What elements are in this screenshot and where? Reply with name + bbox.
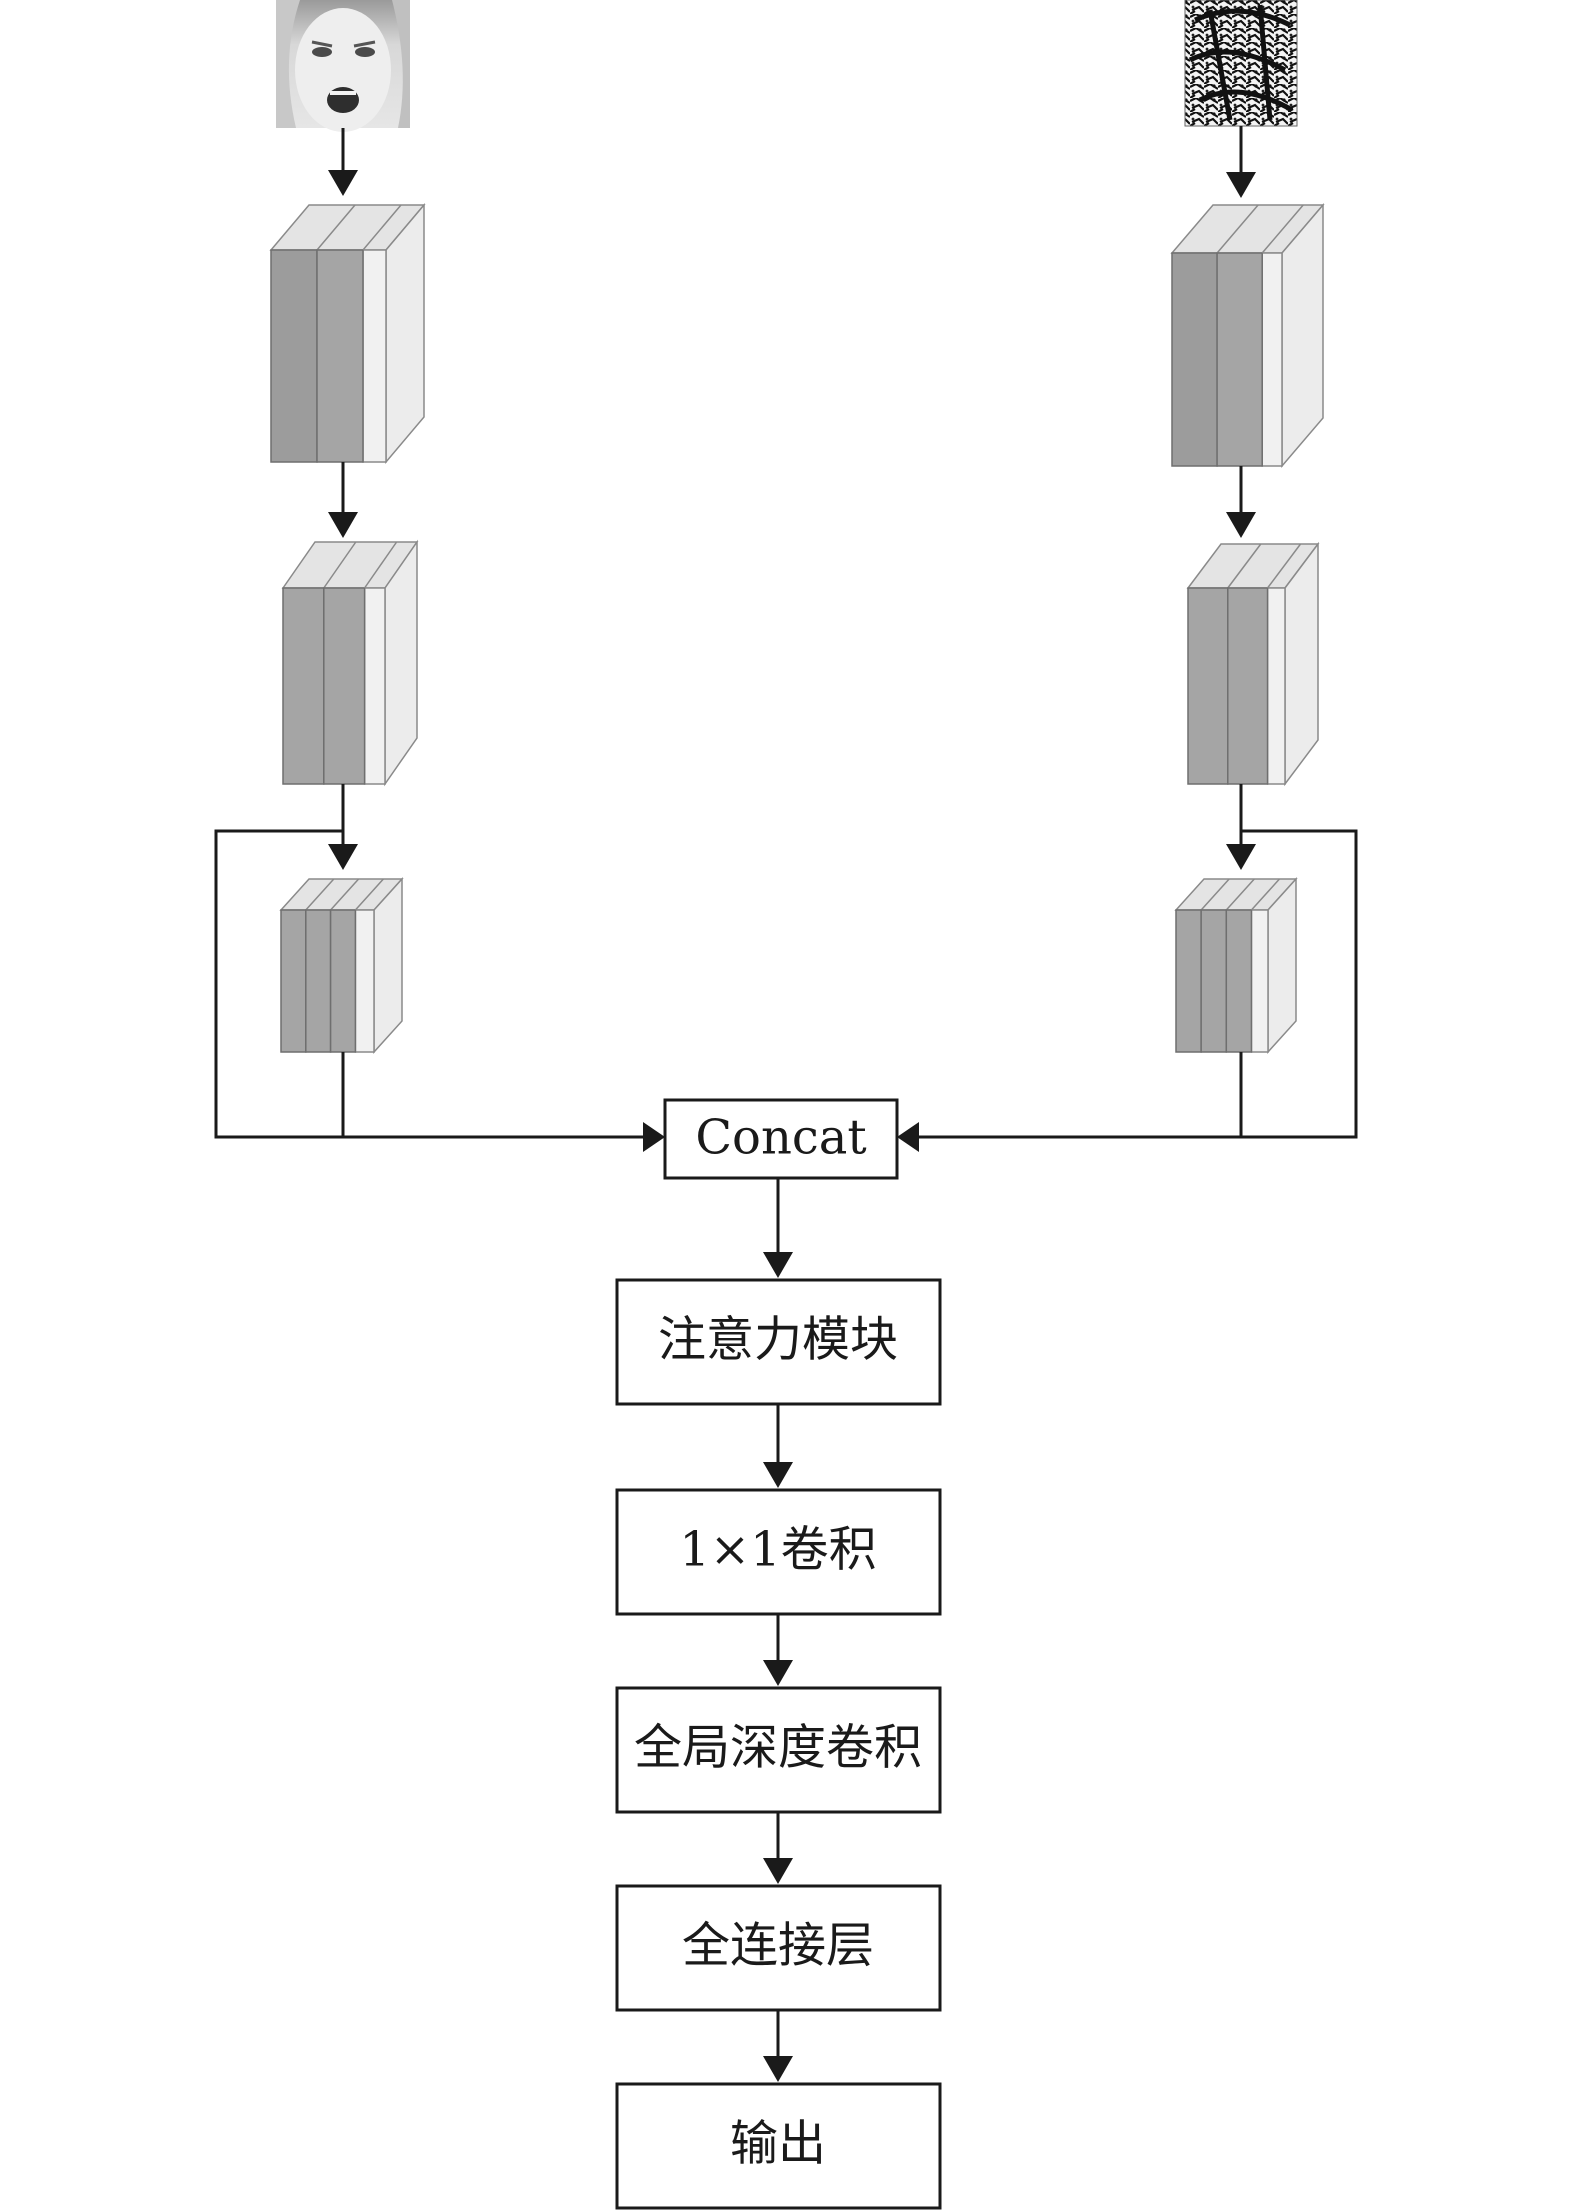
right-concat-arrowhead xyxy=(897,1122,919,1152)
left-stage2-block xyxy=(281,539,419,787)
left-stage3-block xyxy=(279,877,404,1054)
right-stage1-block xyxy=(1170,202,1325,469)
left-stage1-block xyxy=(269,202,426,465)
left-arrowhead-2 xyxy=(328,512,358,538)
conv1x1-label: 1×1卷积 xyxy=(679,1522,876,1578)
attention-module-box: 注意力模块 xyxy=(615,1278,942,1406)
global-depthwise-conv-label: 全局深度卷积 xyxy=(634,1720,922,1776)
texture-input-image xyxy=(1184,0,1298,127)
right-arrowhead-3 xyxy=(1226,844,1256,870)
left-concat-arrowhead xyxy=(643,1122,665,1152)
right-arrowhead-2 xyxy=(1226,512,1256,538)
concat-label: Concat xyxy=(695,1110,866,1166)
output-label: 输出 xyxy=(730,2116,826,2172)
arrowhead-fc xyxy=(763,1858,793,1884)
left-arrowhead-1 xyxy=(328,170,358,196)
left-arrowhead-3 xyxy=(328,844,358,870)
fully-connected-label: 全连接层 xyxy=(682,1918,874,1974)
concat-box: Concat xyxy=(663,1098,899,1180)
arrowhead-attention xyxy=(763,1252,793,1278)
global-depthwise-conv-box: 全局深度卷积 xyxy=(615,1686,942,1814)
right-stage2-block xyxy=(1186,541,1320,787)
arrowhead-conv xyxy=(763,1462,793,1488)
right-skip-connection xyxy=(919,829,1358,1139)
face-input-image xyxy=(276,0,410,132)
arrowhead-gdconv xyxy=(763,1660,793,1686)
connectors xyxy=(214,126,1358,2082)
arrowhead-output xyxy=(763,2056,793,2082)
conv1x1-box: 1×1卷积 xyxy=(615,1488,942,1616)
attention-module-label: 注意力模块 xyxy=(658,1312,898,1368)
right-arrowhead-1 xyxy=(1226,172,1256,198)
right-stage3-block xyxy=(1174,877,1298,1054)
output-box: 输出 xyxy=(615,2082,942,2210)
fully-connected-box: 全连接层 xyxy=(615,1884,942,2012)
left-skip-connection xyxy=(214,829,643,1139)
